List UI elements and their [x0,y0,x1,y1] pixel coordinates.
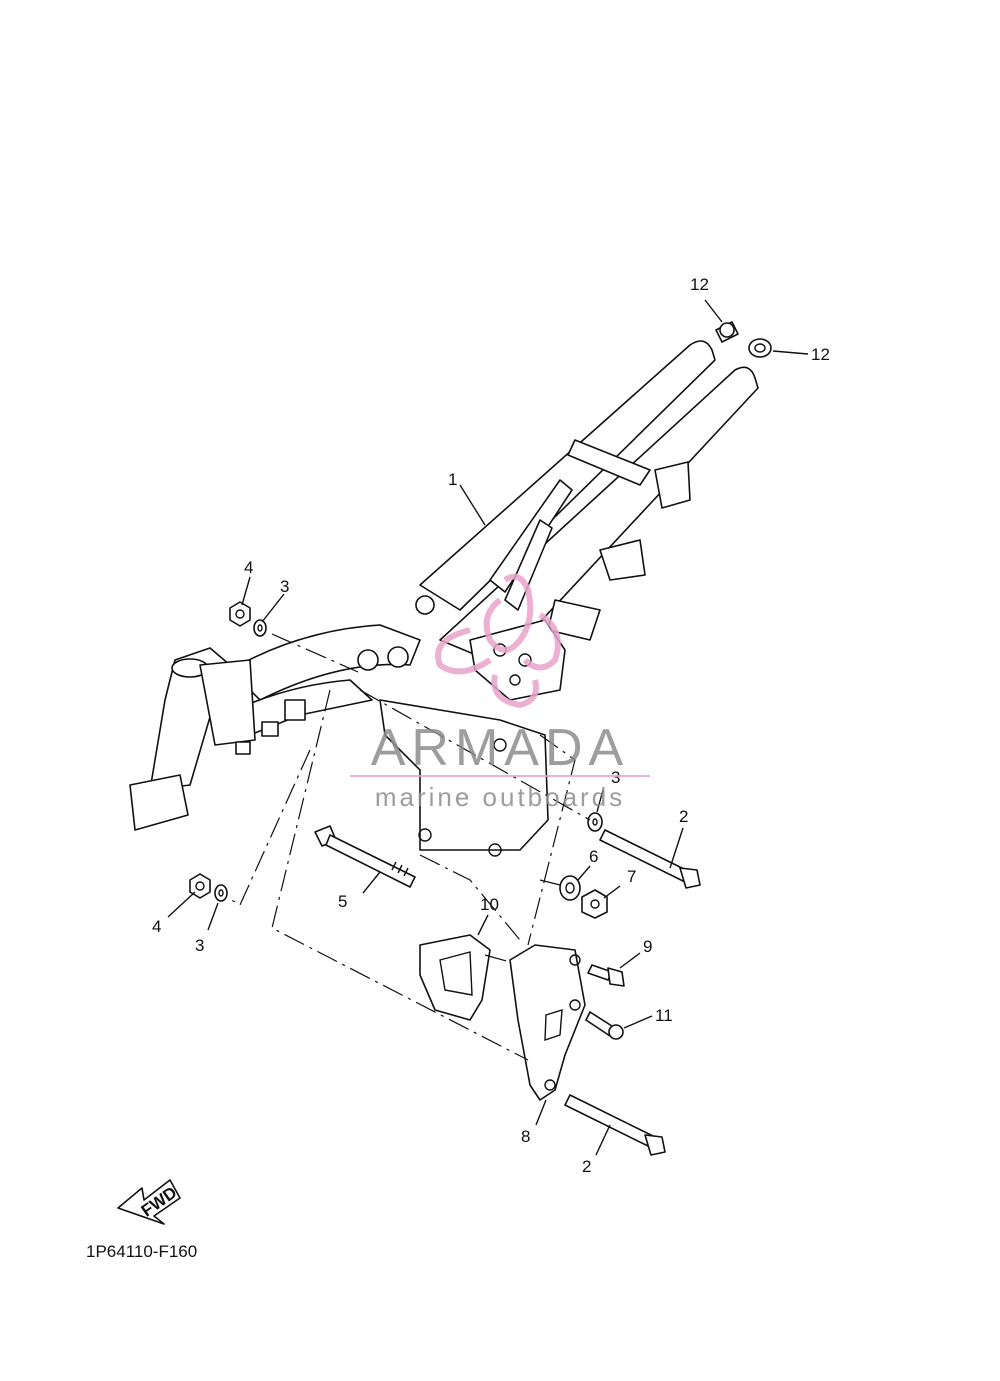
bolt-2-upper [599,829,701,889]
washer-3-lower [214,884,228,902]
callout-6: 6 [589,847,598,866]
callout-8: 8 [521,1127,530,1146]
grommet-12-left [715,321,739,343]
callout-9: 9 [643,937,652,956]
screw-11 [585,1011,624,1040]
callout-11: 11 [655,1006,673,1025]
armada-logo-icon [435,573,561,709]
washer-6 [559,875,581,901]
callout-10: 10 [480,895,499,914]
callout-12-top: 12 [690,275,709,294]
nut-7 [581,889,608,919]
callouts: 12 12 1 4 3 3 2 6 7 5 4 3 10 9 11 8 2 [152,275,830,1176]
frame-assembly [129,340,759,857]
cover-10 [419,934,491,1021]
bolt-2-lower [564,1094,666,1156]
callout-2-lower: 2 [582,1157,591,1176]
callout-3-right: 3 [611,768,620,787]
fwd-arrow-icon: FWD [117,1179,181,1225]
callout-5: 5 [338,892,347,911]
leader-lines [167,299,809,1156]
grommet-12-right [748,338,772,358]
callout-4-lower: 4 [152,917,161,936]
bolt-5 [314,825,416,888]
callout-3-upper: 3 [280,577,289,596]
assembly-lines [227,633,591,1061]
plate-8 [509,944,586,1101]
watermark-tagline: marine outboards [375,782,625,812]
washer-3-upper [253,619,267,637]
armada-watermark: ARMADA marine outboards [350,573,650,812]
callout-4-upper: 4 [244,558,253,577]
bolt-9 [587,964,625,987]
callout-2-upper: 2 [679,807,688,826]
nut-4-upper [229,601,251,627]
washer-3-right [587,812,603,832]
watermark-brand: ARMADA [371,719,629,777]
callout-12-right: 12 [811,345,830,364]
callout-7: 7 [627,867,636,886]
diagram-code: 1P64110-F160 [86,1242,197,1261]
callout-3-lower: 3 [195,936,204,955]
callout-1: 1 [448,470,457,489]
